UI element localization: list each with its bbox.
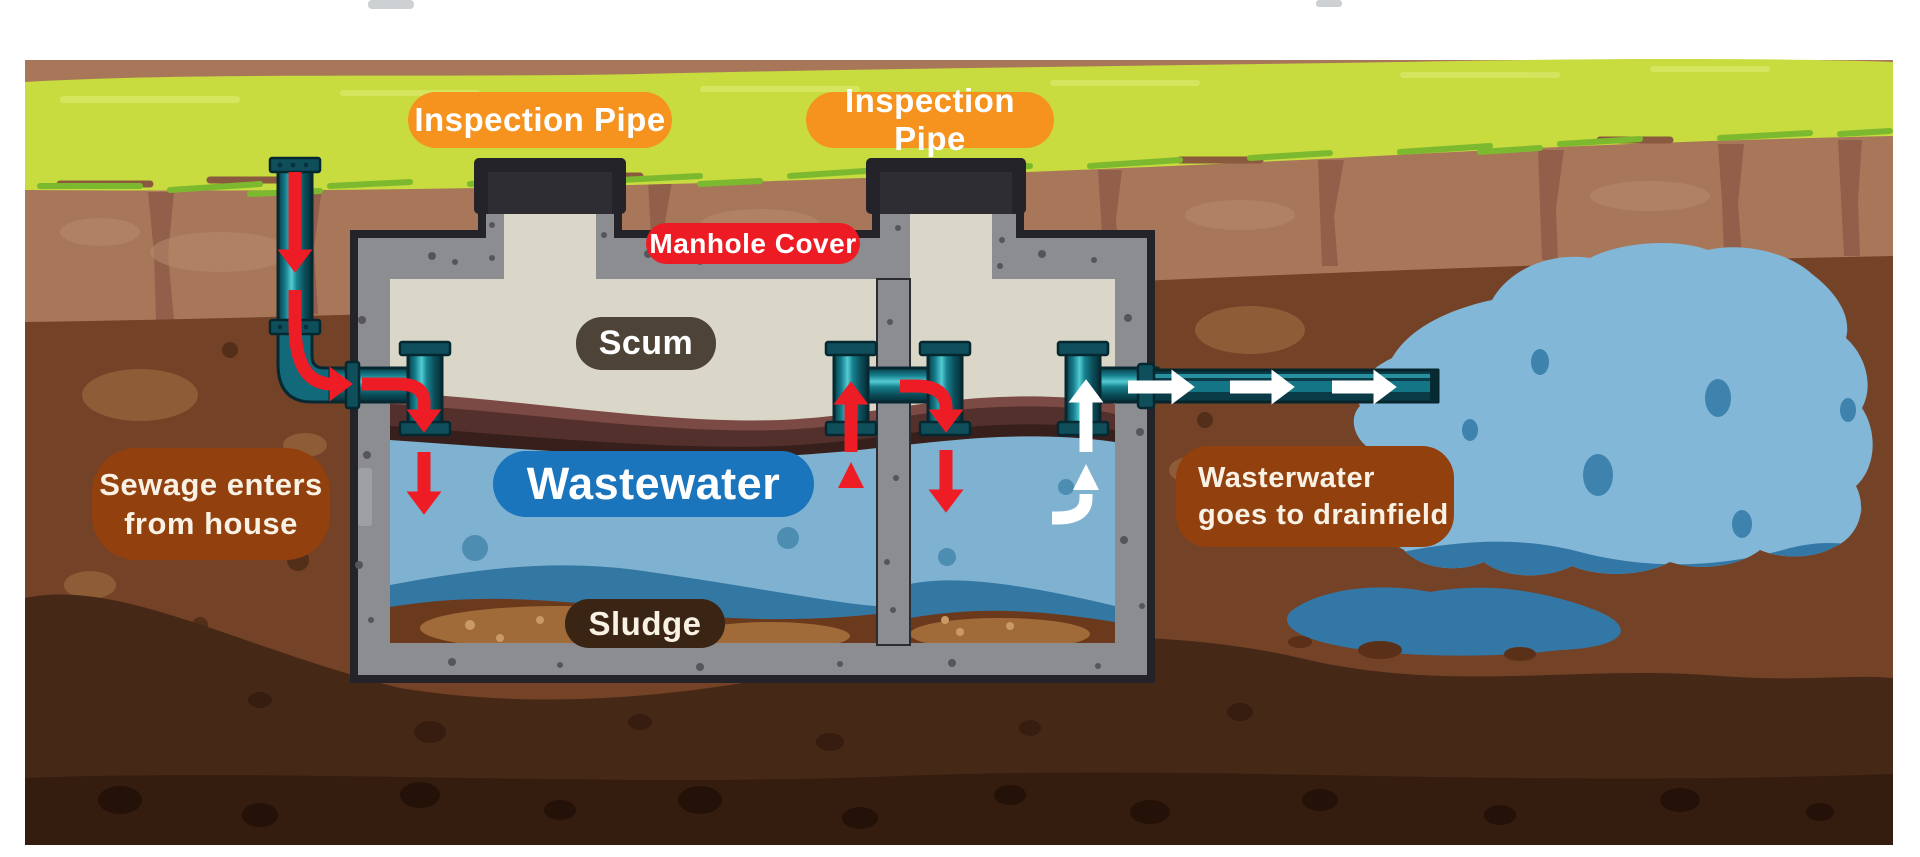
drainfield-spots xyxy=(1462,349,1856,538)
white-chevron xyxy=(1073,464,1099,490)
sewage-flow-arrows xyxy=(277,172,964,515)
drainfield-outlet-label: Wasterwater goes to drainfield xyxy=(1176,446,1454,547)
manhole-covers xyxy=(474,158,1026,214)
soil-bottom-strip xyxy=(25,772,1893,845)
soil-dark-pebbles xyxy=(248,692,1253,751)
drainfield-pebbles xyxy=(1288,636,1536,661)
inspection-pipe-label-left: Inspection Pipe xyxy=(408,92,672,148)
inspection-pipe-label-right: Inspection Pipe xyxy=(806,82,1054,157)
drainfield-outlet-line1: Wasterwater xyxy=(1198,462,1375,494)
red-chevron xyxy=(838,462,864,488)
sewage-inlet-label: Sewage enters from house xyxy=(92,448,330,560)
water-bubbles xyxy=(462,479,1074,566)
drainfield-outlet-line2: goes to drainfield xyxy=(1198,498,1449,531)
wastewater-label: Wastewater xyxy=(493,451,814,517)
tank-divider-wall xyxy=(876,278,911,646)
scum-label: Scum xyxy=(576,317,716,370)
top-edge-artifacts xyxy=(368,0,1342,9)
flow-arrows xyxy=(277,172,1397,525)
effluent-flow-arrows xyxy=(1052,369,1397,525)
manhole-cover-label: Manhole Cover xyxy=(646,223,860,264)
soil-bottom-pebbles xyxy=(98,782,1834,829)
sludge-label: Sludge xyxy=(565,599,725,648)
tank-contents xyxy=(390,392,1115,643)
grass-light-streaks xyxy=(60,66,1770,103)
sewage-inlet-line2: from house xyxy=(124,506,298,541)
sewage-inlet-line1: Sewage enters xyxy=(99,466,323,502)
drainfield-under-lobe xyxy=(1286,587,1621,656)
